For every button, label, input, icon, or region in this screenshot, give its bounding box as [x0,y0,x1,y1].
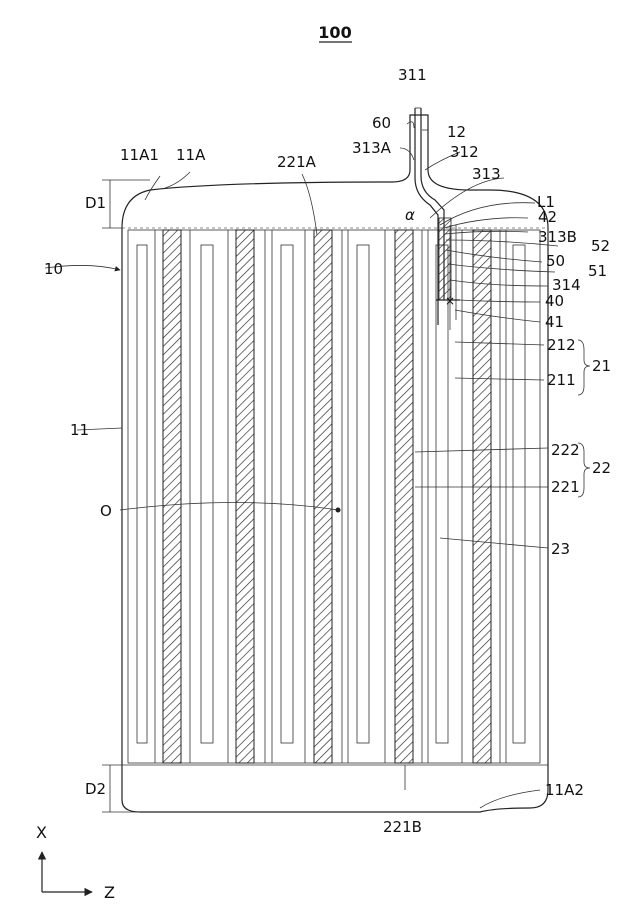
label-11A2: 11A2 [545,781,584,799]
label-11: 11 [70,421,89,439]
label-11A: 11A [176,146,206,164]
label-52: 52 [591,237,610,255]
label-42: 42 [538,208,557,226]
label-50: 50 [546,252,565,270]
label-11A1: 11A1 [120,146,159,164]
label-21: 21 [592,357,611,375]
label-51: 51 [588,262,607,280]
label-212: 212 [547,336,576,354]
label-221B: 221B [383,818,422,836]
plate-hatched [314,230,332,763]
label-22: 22 [592,459,611,477]
label-D1: D1 [85,194,106,212]
label-60: 60 [372,114,391,132]
label-313B: 313B [538,228,577,246]
label-313A: 313A [352,139,392,157]
bracket-22 [578,443,590,497]
hatched-plates [163,230,491,763]
tab-weld-zone [439,218,451,300]
plate-hatched [473,230,491,763]
label-12: 12 [447,123,466,141]
label-211: 211 [547,371,576,389]
plate-open [201,245,213,743]
label-41: 41 [545,313,564,331]
figure-title: 100 [318,23,351,42]
label-10: 10 [44,260,63,278]
label-221: 221 [551,478,580,496]
label-23: 23 [551,540,570,558]
axes [42,852,92,892]
svg-text:×: × [445,294,455,308]
label-alpha: α [405,206,415,224]
plate-hatched [395,230,413,763]
plate-hatched [236,230,254,763]
label-222: 222 [551,441,580,459]
dimension-d2 [102,765,140,812]
label-40: 40 [545,292,564,310]
plate-open [137,245,147,743]
label-311: 311 [398,66,427,84]
axis-z-label: Z [104,883,115,902]
label-312: 312 [450,143,479,161]
label-221A: 221A [277,153,317,171]
center-point [336,508,341,513]
plate-open [281,245,293,743]
label-D2: D2 [85,780,106,798]
dimension-d1 [102,180,150,228]
bracket-21 [578,340,590,395]
plate-open [357,245,369,743]
label-O: O [100,502,112,520]
plate-hatched [163,230,181,763]
axis-x-label: X [36,823,47,842]
label-313: 313 [472,165,501,183]
